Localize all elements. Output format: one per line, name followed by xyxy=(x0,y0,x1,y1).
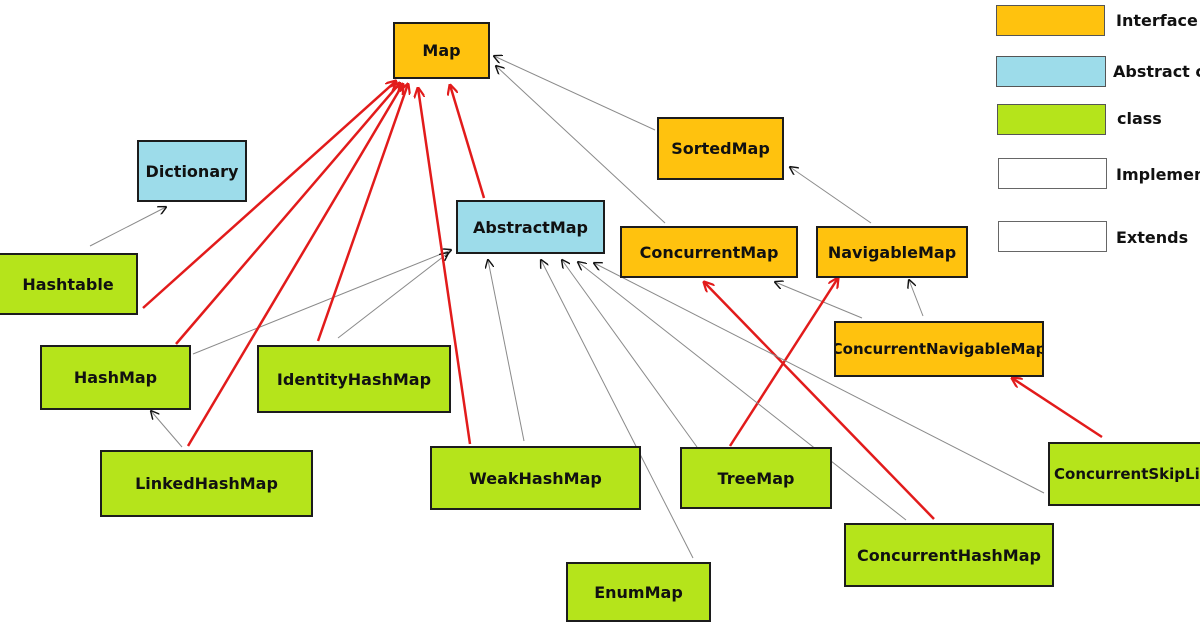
edge-treemap-extends-abstractmap xyxy=(562,260,698,448)
node-sortedmap[interactable]: SortedMap xyxy=(657,117,784,180)
legend-abstract-swatch xyxy=(996,56,1106,87)
edge-identityhashmap-extends-abstractmap xyxy=(337,253,448,339)
edge-navigablemap-extends-sortedmap xyxy=(790,167,872,224)
edge-hashtable-extends-dictionary xyxy=(89,207,166,247)
legend-abstract-label: Abstract cl xyxy=(1113,62,1200,81)
node-concurrenthashmap[interactable]: ConcurrentHashMap xyxy=(844,523,1054,587)
node-hashtable[interactable]: Hashtable xyxy=(0,253,138,315)
node-concurrentskiplistmap[interactable]: ConcurrentSkipLis xyxy=(1048,442,1200,506)
node-concurrentnavigablemap[interactable]: ConcurrentNavigableMap xyxy=(834,321,1044,377)
edge-linkedhashmap-extends-hashmap xyxy=(151,411,183,448)
edge-concurrentnavigablemap-extends-concurrentmap xyxy=(775,282,863,319)
edge-concurrenthashmap-implements-concurrentmap xyxy=(704,282,935,520)
edge-abstractmap-implements-map xyxy=(450,85,486,199)
legend-extends-box xyxy=(998,221,1107,252)
node-hashmap[interactable]: HashMap xyxy=(40,345,191,410)
legend-extends-label: Extends xyxy=(1116,228,1189,247)
node-concurrentmap[interactable]: ConcurrentMap xyxy=(620,226,798,278)
edge-concurrentnavigablemap-extends-navigablemap xyxy=(909,280,924,317)
node-treemap[interactable]: TreeMap xyxy=(680,447,832,509)
node-map[interactable]: Map xyxy=(393,22,490,79)
node-linkedhashmap[interactable]: LinkedHashMap xyxy=(100,450,313,517)
legend-interface-swatch xyxy=(996,5,1105,36)
edge-weakhashmap-implements-map xyxy=(418,88,472,445)
edge-concurrentmap-extends-map xyxy=(496,66,666,224)
edge-concurrentskiplistmap-extends-abstractmap xyxy=(594,263,1045,494)
node-abstractmap[interactable]: AbstractMap xyxy=(456,200,605,254)
edge-concurrentskiplistmap-implements-concurrentnavigablemap xyxy=(1012,378,1103,439)
edge-sortedmap-extends-map xyxy=(494,56,656,131)
node-dictionary[interactable]: Dictionary xyxy=(137,140,247,202)
legend-implements-box xyxy=(998,158,1107,189)
legend-interface-label: Interface xyxy=(1116,11,1198,30)
edge-concurrenthashmap-extends-abstractmap xyxy=(578,262,907,521)
node-enummap[interactable]: EnumMap xyxy=(566,562,711,622)
edge-treemap-implements-navigablemap xyxy=(728,278,838,447)
edge-identityhashmap-implements-map xyxy=(316,84,408,342)
node-weakhashmap[interactable]: WeakHashMap xyxy=(430,446,641,510)
node-identityhashmap[interactable]: IdentityHashMap xyxy=(257,345,451,413)
edge-hashmap-implements-map xyxy=(175,83,400,345)
edge-enummap-extends-abstractmap xyxy=(541,260,694,559)
edge-weakhashmap-extends-abstractmap xyxy=(488,260,525,442)
edge-hashmap-extends-abstractmap xyxy=(192,250,451,355)
legend-class-label: class xyxy=(1117,109,1162,128)
edge-linkedhashmap-implements-map xyxy=(186,84,403,447)
edge-hashtable-implements-map xyxy=(142,81,396,309)
legend-implements-label: Implemen xyxy=(1116,165,1200,184)
node-navigablemap[interactable]: NavigableMap xyxy=(816,226,968,278)
legend-class-swatch xyxy=(997,104,1106,135)
